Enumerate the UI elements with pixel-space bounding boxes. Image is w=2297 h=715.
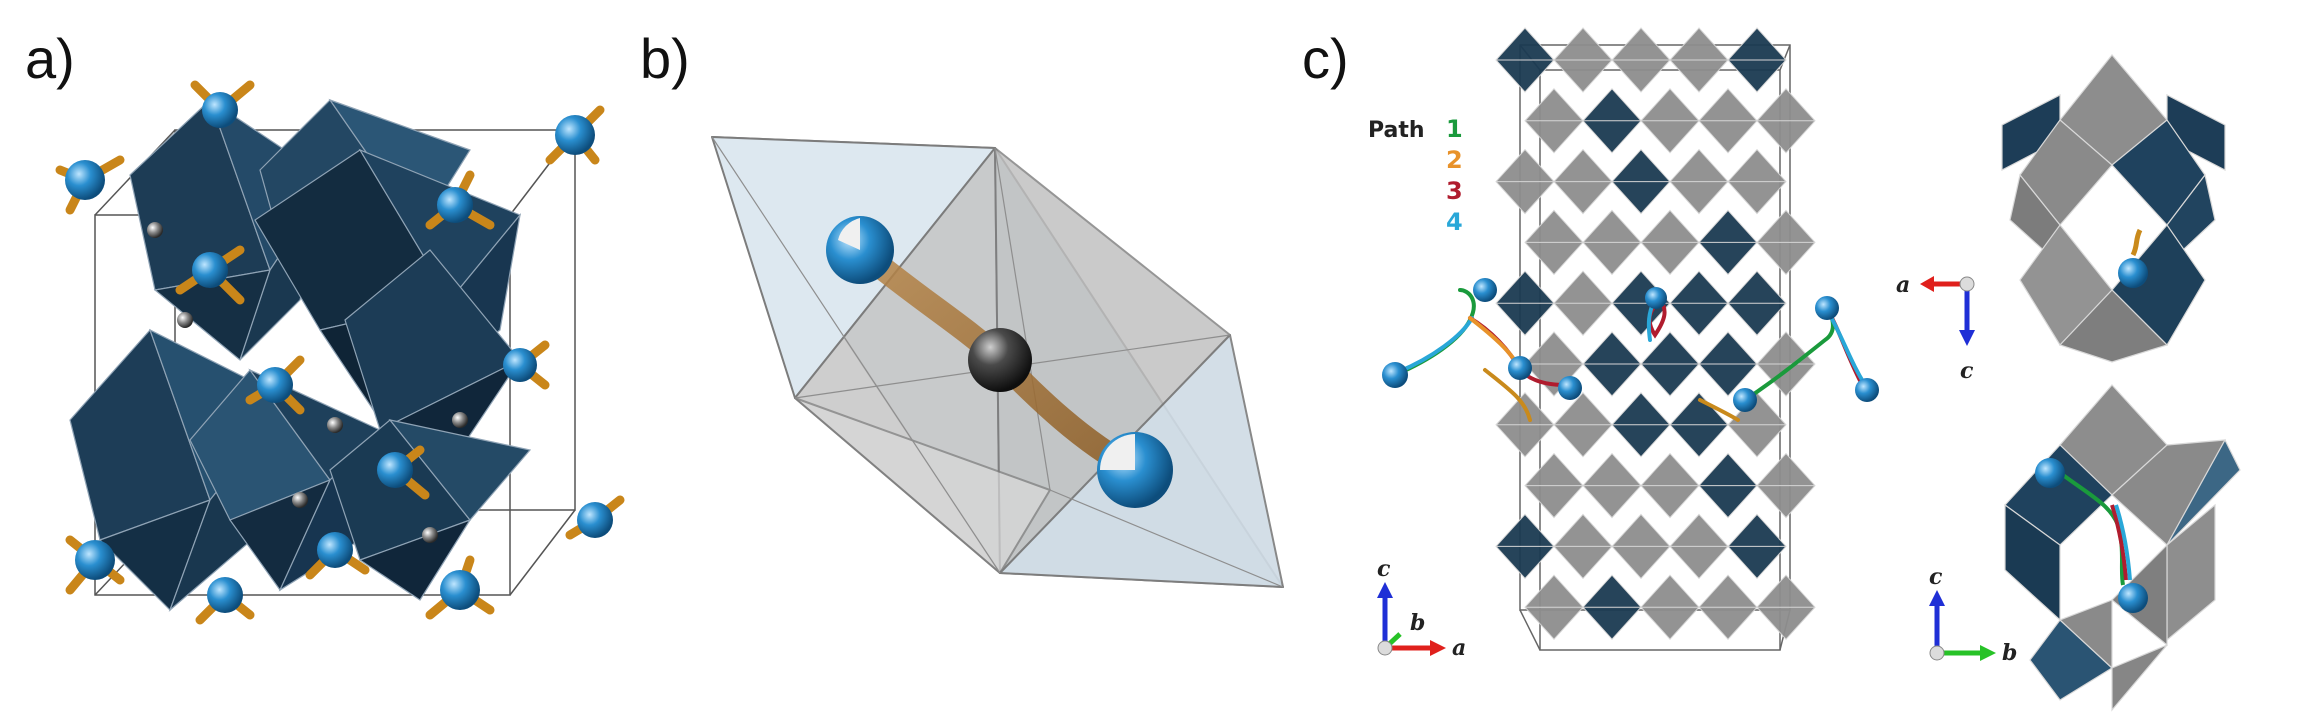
atom-icon (1815, 296, 1839, 320)
atom-icon (377, 452, 413, 488)
panel-a-label: a) (25, 27, 75, 90)
atom-icon (257, 367, 293, 403)
axis-label-c-bottom: c (1929, 564, 1943, 590)
atom-icon (202, 92, 238, 128)
atom-icon (192, 252, 228, 288)
panel-b-structure (711, 136, 1284, 588)
atom-icon (75, 540, 115, 580)
atom-icon (1508, 356, 1532, 380)
atom-icon (555, 115, 595, 155)
path-legend: Path 1 2 3 4 (1368, 115, 1463, 236)
atom-icon (65, 160, 105, 200)
projection-top: a c (1896, 54, 2226, 384)
atom-icon (2118, 583, 2148, 613)
axis-label-a: a (1452, 635, 1466, 661)
axis-label-c: c (1377, 556, 1391, 582)
atom-icon (422, 527, 438, 543)
panel-a-structure (55, 80, 625, 625)
axis-triad-icon: c b (1929, 564, 2017, 666)
atom-icon (1855, 378, 1879, 402)
atom-icon (968, 328, 1032, 392)
atom-icon (577, 502, 613, 538)
octahedron-icon (329, 419, 532, 601)
legend-title: Path (1368, 118, 1425, 143)
atom-icon (1558, 376, 1582, 400)
atom-icon (1382, 362, 1408, 388)
axis-triad-icon: c b a (1377, 556, 1466, 661)
atom-icon (440, 570, 480, 610)
atom-icon (1645, 287, 1667, 309)
panel-c-supercell: c b a (1377, 27, 1879, 661)
atom-icon (2035, 458, 2065, 488)
axis-triad-icon: a c (1896, 272, 1975, 384)
legend-path-4: 4 (1446, 208, 1463, 236)
atom-icon (177, 312, 193, 328)
axis-label-c-top: c (1960, 358, 1974, 384)
legend-path-3: 3 (1446, 177, 1463, 205)
atom-icon (1473, 278, 1497, 302)
panel-c-label: c) (1302, 27, 1349, 90)
axis-label-b-bottom: b (2002, 640, 2017, 666)
panel-b-label: b) (640, 27, 690, 90)
axis-label-a-top: a (1896, 272, 1910, 298)
projection-bottom: c b (1929, 384, 2241, 712)
atom-icon (207, 577, 243, 613)
atom-icon (2118, 258, 2148, 288)
atom-icon (1733, 388, 1757, 412)
atoms (65, 92, 613, 613)
atom-icon (317, 532, 353, 568)
legend-path-2: 2 (1446, 146, 1463, 174)
axis-label-b: b (1410, 610, 1425, 636)
atom-icon (292, 492, 308, 508)
atom-icon (452, 412, 468, 428)
atom-icon (147, 222, 163, 238)
legend-path-1: 1 (1446, 115, 1463, 143)
lithium-atoms (1382, 278, 1879, 412)
atom-icon (327, 417, 343, 433)
atom-icon (503, 348, 537, 382)
atom-icon (437, 187, 473, 223)
